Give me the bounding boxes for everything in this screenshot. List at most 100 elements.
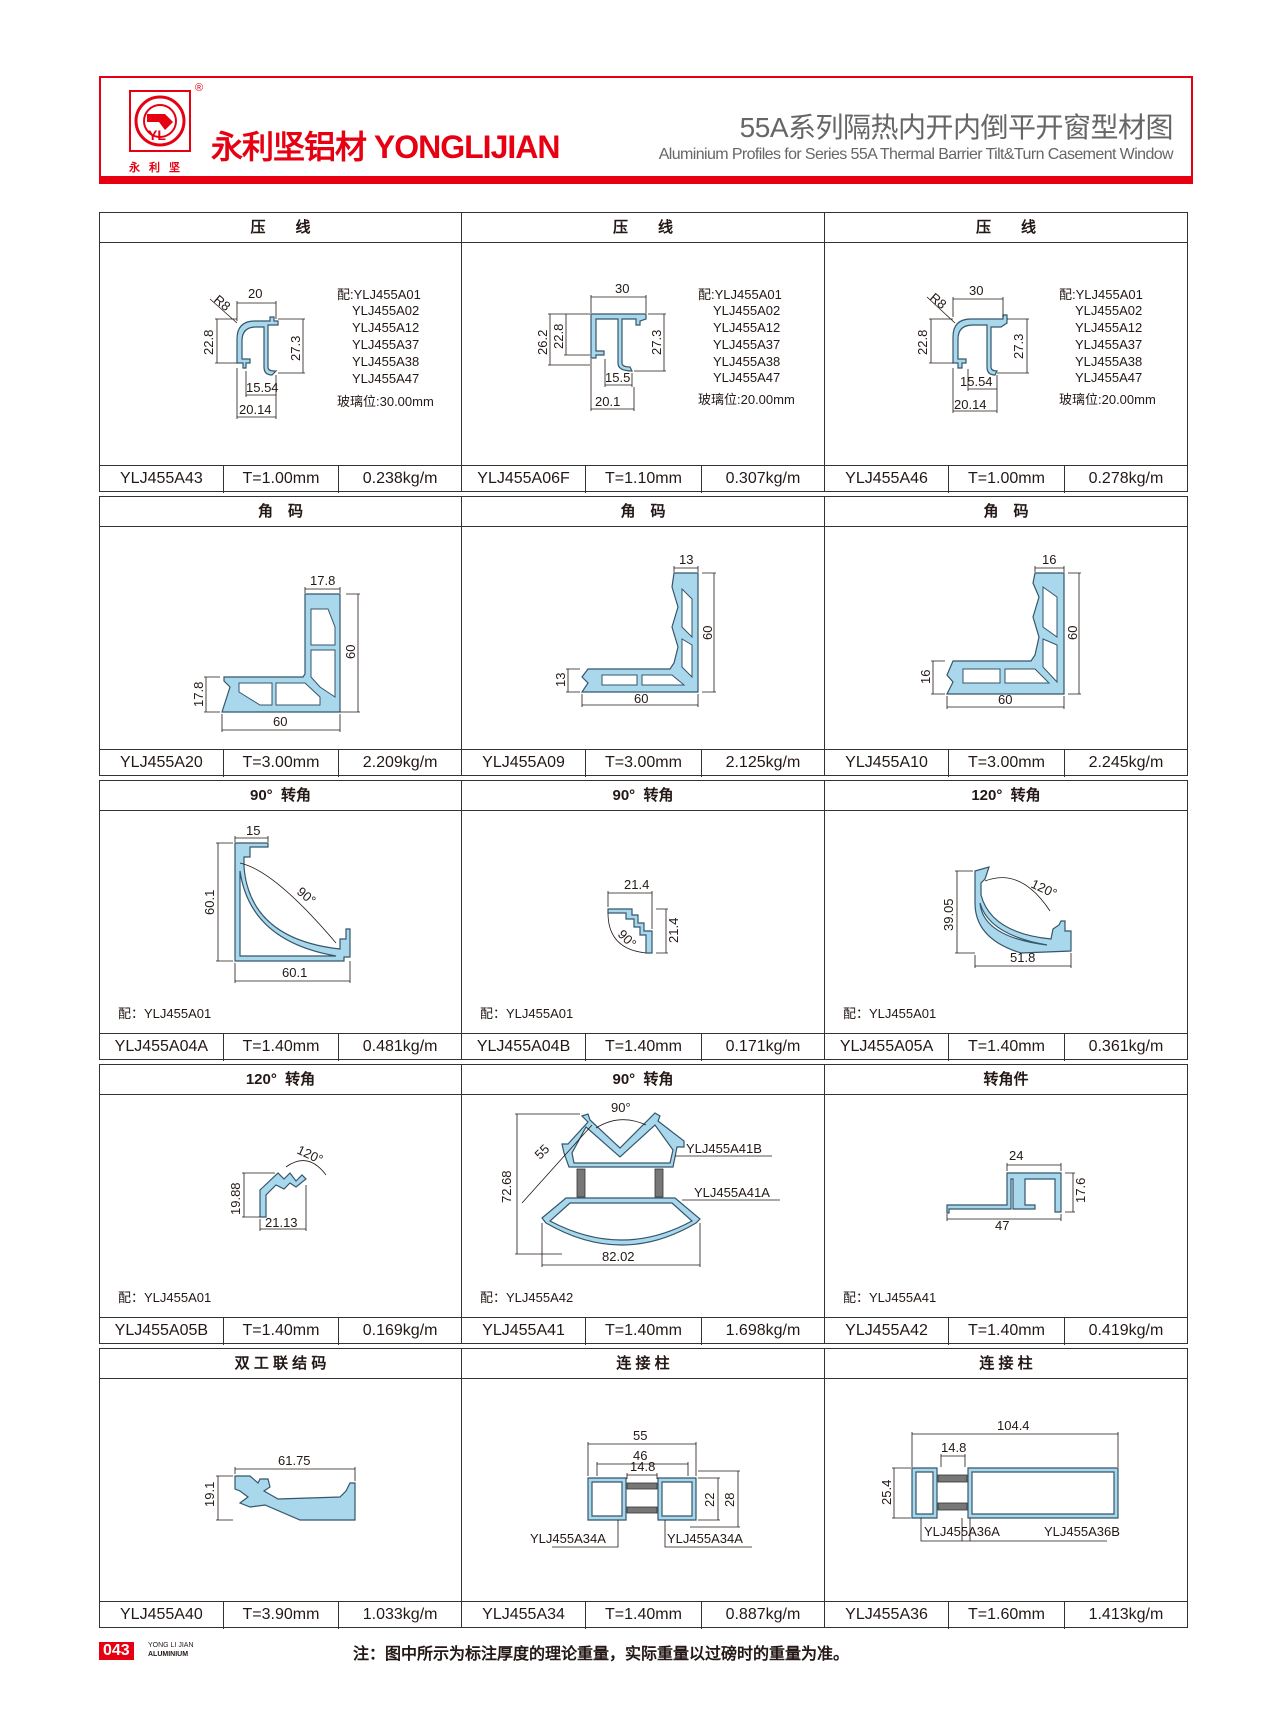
profile-code: YLJ455A05A — [839, 1038, 934, 1055]
profile-shape — [561, 1112, 685, 1168]
profile-drawing: 120° 39.05 51.8 配：YLJ455A01 — [825, 811, 1187, 1033]
profile-shape — [952, 314, 1008, 376]
dimension-label: YLJ455A02 — [1075, 303, 1142, 318]
registered-mark: ® — [195, 82, 204, 94]
profile-shape — [967, 1467, 1119, 1519]
dimension-label: YLJ455A34A — [530, 1531, 606, 1546]
dimension-label: 51.8 — [1010, 950, 1035, 965]
weight: 0.887kg/m — [700, 1602, 824, 1629]
pair-note: 配：YLJ455A42 — [480, 1290, 574, 1305]
dimension-label: 60 — [1065, 626, 1080, 640]
profile-drawing: R8 30 22.8 27.3 15.54 20.14 配:YLJ455A01 … — [825, 243, 1187, 465]
weight: 2.125kg/m — [700, 750, 824, 777]
dimension-label: 16 — [918, 670, 933, 684]
dimension-label: 19.1 — [202, 1482, 217, 1507]
dimension-label: 玻璃位:20.00mm — [698, 392, 795, 407]
thermal-strip — [626, 1506, 658, 1514]
dimension-label: 15.54 — [246, 380, 279, 395]
thermal-strip — [937, 1502, 968, 1511]
weight: 2.245kg/m — [1063, 750, 1187, 777]
profile-shape — [974, 866, 1072, 954]
thickness: T=1.40mm — [948, 1318, 1064, 1345]
pair-note: 配：YLJ455A41 — [843, 1290, 937, 1305]
dimension-label: YLJ455A02 — [352, 303, 419, 318]
thickness: T=1.40mm — [222, 1034, 339, 1061]
profile-shape — [587, 1477, 627, 1521]
dimension-label: 104.4 — [997, 1418, 1030, 1433]
dimension-label: R8 — [927, 290, 949, 312]
profile-drawing: 104.4 14.8 25.4 YLJ455A36A YLJ455A36B — [825, 1379, 1187, 1601]
profile-code: YLJ455A09 — [482, 754, 565, 771]
thermal-strip — [576, 1168, 586, 1198]
dimension-label: 配:YLJ455A01 — [1059, 287, 1143, 302]
profile-code: YLJ455A43 — [120, 470, 203, 487]
dimension-lines — [931, 566, 1081, 709]
dimension-label: 28 — [722, 1493, 737, 1507]
dimension-label: 120° — [1029, 876, 1060, 901]
dimension-label: 39.05 — [941, 898, 956, 931]
dimension-label: 47 — [995, 1218, 1009, 1233]
dimension-label: 21.13 — [265, 1215, 298, 1230]
cell-title: 连 接 柱 — [462, 1349, 824, 1379]
thermal-strip — [626, 1482, 658, 1490]
dimension-lines — [552, 1442, 752, 1548]
dimension-label: YLJ455A12 — [1075, 320, 1142, 335]
dimension-label: 60.1 — [282, 965, 307, 980]
dimension-label: 20.14 — [954, 397, 987, 412]
cell-title: 角 码 — [462, 497, 824, 527]
profile-drawing: 13 60 13 60 — [462, 527, 824, 749]
dimension-label: 46 — [633, 1448, 647, 1463]
dimension-label: YLJ455A34A — [667, 1531, 743, 1546]
profile-shape — [580, 572, 699, 693]
dimension-label: YLJ455A37 — [1075, 337, 1142, 352]
thickness: T=1.00mm — [222, 466, 339, 493]
dimension-label: 90° — [294, 884, 319, 908]
profile-shape — [601, 587, 693, 686]
weight: 1.698kg/m — [700, 1318, 824, 1345]
dimension-label: 27.3 — [649, 330, 664, 355]
dimension-lines — [926, 296, 1029, 413]
profile-drawing: 30 26.2 22.8 27.3 15.5 20.1 配:YLJ455A01 … — [462, 243, 824, 465]
profile-drawing: 120° 19.88 21.13 配：YLJ455A01 — [100, 1095, 461, 1317]
logo-subtitle: 永利坚 — [129, 162, 189, 174]
thermal-strip — [654, 1168, 664, 1198]
cell-title: 连 接 柱 — [825, 1349, 1187, 1379]
profile-drawing: 15 60.1 90° 60.1 配：YLJ455A01 — [100, 811, 461, 1033]
dimension-label: 82.02 — [602, 1249, 635, 1264]
profile-code: YLJ455A04A — [114, 1038, 209, 1055]
cell-title: 压 线 — [462, 213, 824, 243]
dimension-lines — [209, 298, 305, 419]
dimension-label: YLJ455A37 — [352, 337, 419, 352]
dimension-label: 27.3 — [1011, 334, 1026, 359]
profile-table: 压 线 R8 20 22.8 27.3 15.54 20.14 配:YLJ455… — [99, 212, 1188, 1632]
profile-cell: 90° 转角 21.4 21.4 90° 配：YLJ455A01 YLJ455A… — [462, 780, 825, 1061]
dimension-label: YLJ455A12 — [352, 320, 419, 335]
pair-note: 配：YLJ455A01 — [843, 1006, 937, 1021]
weight: 2.209kg/m — [338, 750, 461, 777]
cell-title: 90° 转角 — [462, 781, 824, 811]
dimension-label: 配:YLJ455A01 — [698, 287, 782, 302]
dimension-label: 61.75 — [278, 1453, 311, 1468]
dimension-label: 22.8 — [915, 330, 930, 355]
dimension-lines — [242, 1160, 327, 1231]
thickness: T=3.00mm — [585, 750, 701, 777]
dimension-label: 21.4 — [666, 918, 681, 943]
thickness: T=1.40mm — [585, 1602, 701, 1629]
dimension-label: 玻璃位:20.00mm — [1059, 392, 1156, 407]
weight: 0.278kg/m — [1063, 466, 1187, 493]
profile-shape — [657, 1477, 697, 1521]
dimension-label: 60 — [343, 645, 358, 659]
profile-code: YLJ455A36 — [845, 1606, 928, 1623]
profile-code: YLJ455A40 — [120, 1606, 203, 1623]
weight: 0.481kg/m — [338, 1034, 461, 1061]
dimension-label: YLJ455A41B — [686, 1141, 762, 1156]
cell-title: 双 工 联 结 码 — [100, 1349, 461, 1379]
profile-code: YLJ455A41 — [482, 1322, 565, 1339]
